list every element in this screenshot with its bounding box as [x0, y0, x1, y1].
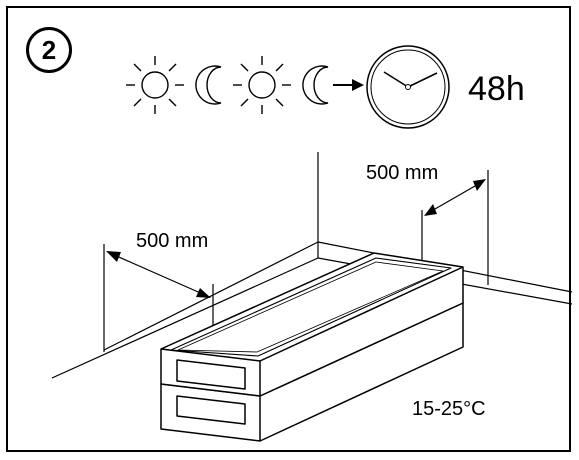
- moon-icon: [195, 65, 222, 105]
- dimension-arrowhead: [473, 179, 486, 191]
- dimension-arrowhead: [424, 204, 437, 216]
- wall-distance-back-label: 500 mm: [366, 162, 439, 184]
- wall-distance-left-label: 500 mm: [136, 230, 209, 252]
- clock-icon: [366, 45, 450, 129]
- acclimatization-duration: 48h: [468, 70, 525, 108]
- sun-icon: [233, 56, 291, 114]
- sun-icon: [126, 56, 184, 114]
- step-number-badge: 2: [26, 27, 72, 73]
- dimension-back: [421, 170, 489, 285]
- stacked-panels: [160, 252, 464, 442]
- dimension-arrowhead: [106, 251, 121, 262]
- dimension-left: [103, 244, 214, 352]
- temperature-range-label: 15-25°C: [412, 398, 486, 420]
- arrow-right-icon: [333, 79, 364, 91]
- moon-icon: [302, 65, 329, 105]
- dimension-arrowhead: [196, 288, 211, 298]
